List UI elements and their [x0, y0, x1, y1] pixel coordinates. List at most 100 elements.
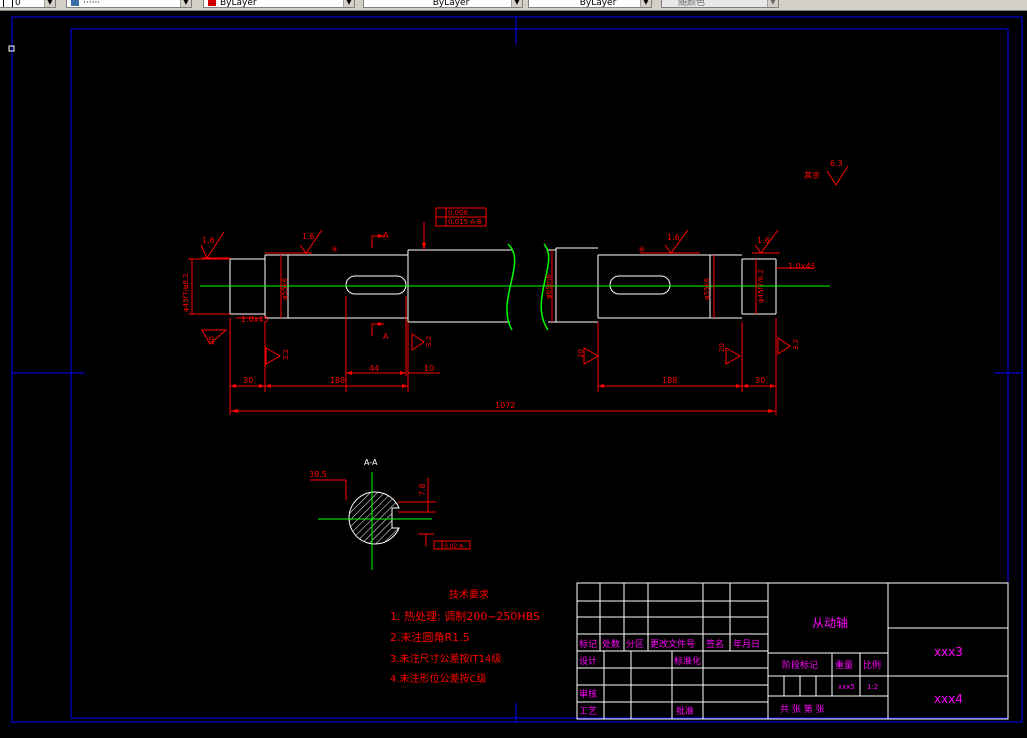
layer-state-combo[interactable]: ······ ▼: [66, 0, 192, 8]
color-combo-value: ByLayer: [220, 0, 257, 8]
ucs-grip[interactable]: [8, 45, 15, 52]
tb-weight-value: xxx5: [838, 683, 855, 691]
tb-drawing-no: xxx3: [934, 645, 963, 659]
roughness-small-4: 20: [577, 349, 585, 358]
roughness-general: 6.3: [830, 159, 843, 168]
marker-left: ④: [331, 245, 338, 254]
tb-header-zone: 分区: [626, 639, 644, 650]
plotstyle-combo[interactable]: 随颜色 ▼: [661, 0, 779, 8]
chevron-down-icon[interactable]: ▼: [44, 0, 55, 7]
tb-design: 设计: [579, 655, 597, 667]
section-dim-width: 39.5: [309, 470, 327, 479]
chevron-down-icon[interactable]: ▼: [767, 0, 778, 7]
section-tolerance: 0.02 A: [444, 543, 464, 550]
layer-manager-icon[interactable]: [71, 0, 79, 6]
section-label-bottom: A: [383, 332, 389, 341]
canvas-background: [0, 11, 1027, 734]
title-block: [576, 582, 1009, 720]
tb-header-change-doc: 更改文件号: [650, 638, 695, 650]
properties-toolbar: 0 ▼ ······ ▼ ByLayer ▼ ByLayer ▼ ByLayer…: [0, 0, 1027, 11]
layer-combo[interactable]: 0 ▼: [0, 0, 56, 8]
dimension-arrows: [230, 234, 776, 413]
tb-approve: 批准: [676, 705, 694, 717]
layer-combo-value: 0: [15, 0, 21, 8]
lineweight-combo-value: ByLayer: [579, 0, 617, 8]
notes-title: 技术要求: [449, 588, 489, 601]
linetype-combo-value: ByLayer: [432, 0, 470, 8]
dim-right-end: φ45f7/6.2: [757, 269, 765, 303]
keyway-left: [345, 275, 407, 295]
tb-standardize: 标准化: [674, 655, 701, 667]
dim-30-right: 30: [755, 376, 765, 385]
chevron-down-icon[interactable]: ▼: [511, 0, 522, 7]
color-swatch: [208, 0, 216, 6]
outer-frame: [11, 16, 1023, 723]
tb-process: 工艺: [579, 706, 597, 717]
tb-header-sign: 签名: [706, 638, 724, 650]
tb-stage-mark: 阶段标记: [782, 659, 818, 671]
dim-total: 1072: [495, 401, 515, 410]
linetype-combo[interactable]: ByLayer ▼: [363, 0, 523, 8]
roughness-general-label: 其余: [804, 170, 820, 180]
tb-header-date: 年月日: [733, 638, 760, 650]
color-combo[interactable]: ByLayer ▼: [203, 0, 355, 8]
tb-header-mark: 标记: [579, 638, 597, 650]
layer-color-swatch: [3, 0, 13, 7]
roughness-small-2: 3.2: [282, 349, 290, 360]
plotstyle-combo-value: 随颜色: [678, 0, 706, 8]
roughness-small-6: 3.2: [792, 339, 800, 350]
roughness-left-end: 1.6: [202, 236, 215, 245]
dim-left-end: φ45f7/φ8.2: [182, 273, 190, 312]
title-block-text: 标记 处数 分区 更改文件号 签名 年月日 设计 标准化 审核 工艺 批准 从动…: [579, 615, 963, 717]
surface-roughness-symbols: [200, 165, 849, 365]
tolerance-frame: [435, 207, 487, 227]
roughness-small-5: 20: [718, 343, 726, 352]
tb-scale: 比例: [863, 659, 881, 671]
roughness-small-1: 20: [208, 336, 216, 345]
dim-44: 44: [369, 364, 379, 373]
roughness-right-journal: 1.6: [667, 233, 680, 242]
dim-left-journal: φ55k6: [281, 277, 289, 300]
shaft-annotations: 1.6 1.6 1.6 1.6 6.3 其余 A A 0.006 0.015 A…: [182, 159, 843, 410]
section-circle: [348, 491, 400, 545]
note-1: 1. 热处理: 调制200~250HBS: [390, 610, 540, 623]
roughness-right-end: 1.6: [757, 236, 770, 245]
chevron-down-icon[interactable]: ▼: [343, 0, 354, 7]
dimension-lines: [188, 222, 814, 415]
break-lines: [506, 243, 550, 331]
drawing-canvas[interactable]: 1.6 1.6 1.6 1.6 6.3 其余 A A 0.006 0.015 A…: [0, 11, 1027, 734]
dim-188-left: 188: [330, 376, 345, 385]
tb-sheets: 共 张 第 张: [780, 703, 825, 715]
dim-10: 10: [424, 364, 434, 373]
tb-header-count: 处数: [602, 638, 620, 650]
roughness-small-3: 3.2: [425, 336, 433, 347]
chevron-down-icon[interactable]: ▼: [180, 0, 191, 7]
dim-middle: φ65m6: [545, 274, 553, 299]
dim-right-journal: φ55k6: [703, 277, 711, 300]
note-3: 3.未注尺寸公差按IT14级: [390, 652, 501, 665]
layer-state-value: ······: [83, 0, 101, 8]
section-title: A-A: [364, 458, 378, 467]
section-label-top: A: [383, 231, 389, 240]
lineweight-combo[interactable]: ByLayer ▼: [528, 0, 652, 8]
chevron-down-icon[interactable]: ▼: [640, 0, 651, 7]
marker-right: ④: [638, 245, 645, 254]
dim-30-left: 30: [243, 376, 253, 385]
sheet-border: [11, 16, 1023, 723]
technical-notes: 技术要求 1. 热处理: 调制200~250HBS 2.未注圆角R1.5 3.未…: [390, 588, 540, 685]
tolerance-line1: 0.006: [448, 209, 469, 217]
chamfer-right: 1.0x45: [788, 262, 816, 271]
tb-weight: 重量: [835, 659, 853, 671]
section-dim-depth: 7.8: [418, 483, 427, 496]
note-4: 4.未注形位公差按C级: [390, 672, 487, 685]
drawing-svg[interactable]: 1.6 1.6 1.6 1.6 6.3 其余 A A 0.006 0.015 A…: [0, 11, 1027, 734]
chamfer-left: 1.0x45: [241, 315, 269, 324]
section-view: A-A 39.5 7.8 0.02 A: [309, 458, 471, 570]
dim-188-right: 188: [662, 376, 677, 385]
roughness-left-journal: 1.6: [302, 232, 315, 241]
note-2: 2.未注圆角R1.5: [390, 630, 470, 644]
tb-check: 审核: [579, 688, 597, 700]
tb-company: xxx4: [934, 692, 963, 706]
keyway-right: [609, 275, 671, 295]
tb-scale-value: 1:2: [867, 683, 878, 691]
